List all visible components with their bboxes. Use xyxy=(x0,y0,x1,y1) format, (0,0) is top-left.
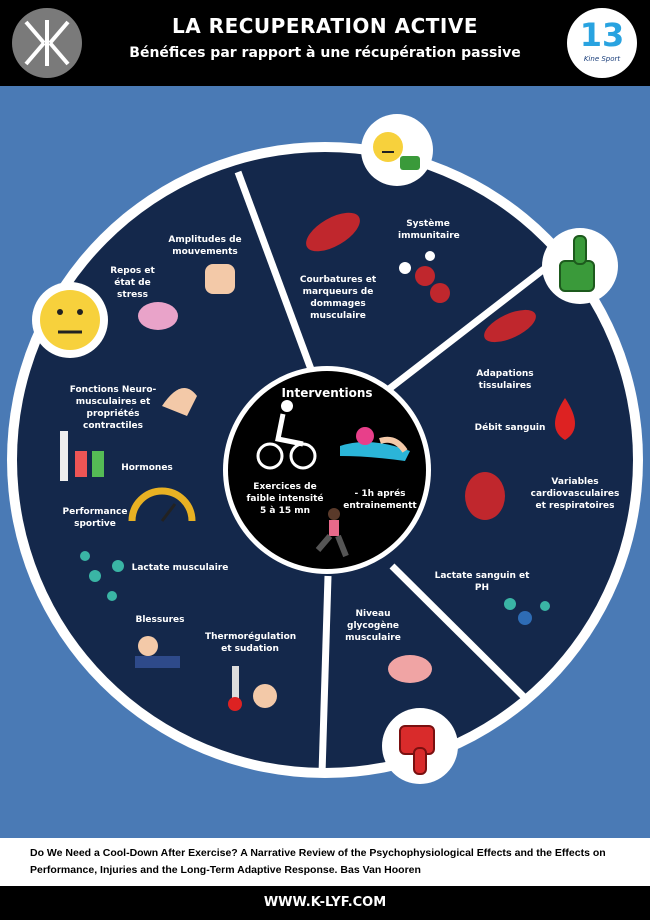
knee-icon xyxy=(205,264,235,294)
molecule-icon-right xyxy=(504,598,550,625)
performance-gauge-icon xyxy=(128,487,196,522)
glycogen-muscle-icon xyxy=(388,655,432,683)
label-courbatures: Courbatures et marqueurs de dommages mus… xyxy=(299,275,377,321)
hormone-syringe-icon xyxy=(60,431,104,481)
interventions-title: Interventions xyxy=(281,386,373,400)
logo-text: Kine Sport xyxy=(583,55,621,63)
label-variables-cardio: Variables cardiovasculaires et respirato… xyxy=(530,477,620,511)
heart-organ-icon xyxy=(465,472,505,520)
website-link[interactable]: WWW.K-LYF.COM xyxy=(263,895,387,910)
page-title: LA RECUPERATION ACTIVE xyxy=(172,14,478,38)
molecule-icon-left xyxy=(80,551,124,601)
label-lactate-sanguin: Lactate sanguin et PH xyxy=(434,571,530,593)
immune-cells-icon xyxy=(399,251,450,303)
page-subtitle: Bénéfices par rapport à une récupération… xyxy=(129,45,521,61)
swimmer-icon xyxy=(340,427,410,461)
label-blessures: Blessures xyxy=(135,615,185,625)
reference-text: Do We Need a Cool-Down After Exercise? A… xyxy=(30,847,606,876)
arm-flex-icon xyxy=(162,388,197,416)
thermometer-icon xyxy=(228,666,277,711)
svg-text:13: 13 xyxy=(580,16,625,52)
thumbs-up-icon xyxy=(542,228,618,304)
segment-dividers xyxy=(234,170,551,775)
thumbs-down-icon xyxy=(382,708,458,784)
text-line: - 1h aprés xyxy=(354,489,406,499)
label-lactate-musculaire: Lactate musculaire xyxy=(131,563,229,573)
label-hormones: Hormones xyxy=(121,463,173,473)
muscle-icon xyxy=(306,212,360,252)
injury-icon xyxy=(135,636,180,668)
neutral-face-thumb-icon-top xyxy=(361,114,433,186)
cyclist-icon xyxy=(256,400,317,470)
brain-icon xyxy=(138,302,178,330)
label-repos-stress: Repos et état de stress xyxy=(110,266,155,300)
text-line: 5 à 15 mn xyxy=(259,506,311,516)
text-line: Exercices de xyxy=(253,482,317,492)
muscle-adaptation-icon xyxy=(484,309,536,343)
label-neuromusculaires: Fonctions Neuro-musculaires et propriété… xyxy=(69,385,157,431)
reference-footer: Do We Need a Cool-Down After Exercise? A… xyxy=(0,838,650,886)
label-performance: Performance sportive xyxy=(62,507,128,529)
label-adaptations: Adapations tissulaires xyxy=(476,369,534,391)
label-glycogene: Niveau glycogène musculaire xyxy=(345,609,401,643)
recovery-wheel xyxy=(7,114,643,784)
kine-sport-logo: 13 Kine Sport xyxy=(567,8,637,78)
k-lyf-logo xyxy=(12,8,82,78)
label-debit-sanguin: Débit sanguin xyxy=(474,423,546,433)
intervention-exercise-text: Exercices de faible intensité 5 à 15 mn xyxy=(240,481,330,517)
center-circle xyxy=(228,371,426,569)
intervention-timing-text: - 1h aprés entrainementt xyxy=(340,488,420,512)
lunge-woman-icon xyxy=(315,508,349,558)
text-line: entrainementt xyxy=(343,501,417,511)
blood-drop-icon xyxy=(555,398,575,440)
label-thermoregulation: Thermorégulation et sudation xyxy=(205,632,297,654)
label-systeme-immunitaire: Système immunitaire xyxy=(398,219,460,241)
neutral-face-icon-left xyxy=(32,282,108,358)
text-line: faible intensité xyxy=(246,494,324,504)
header: LA RECUPERATION ACTIVE Bénéfices par rap… xyxy=(0,0,650,86)
label-amplitudes: Amplitudes de mouvements xyxy=(168,235,242,257)
bottom-bar: WWW.K-LYF.COM xyxy=(0,886,650,920)
